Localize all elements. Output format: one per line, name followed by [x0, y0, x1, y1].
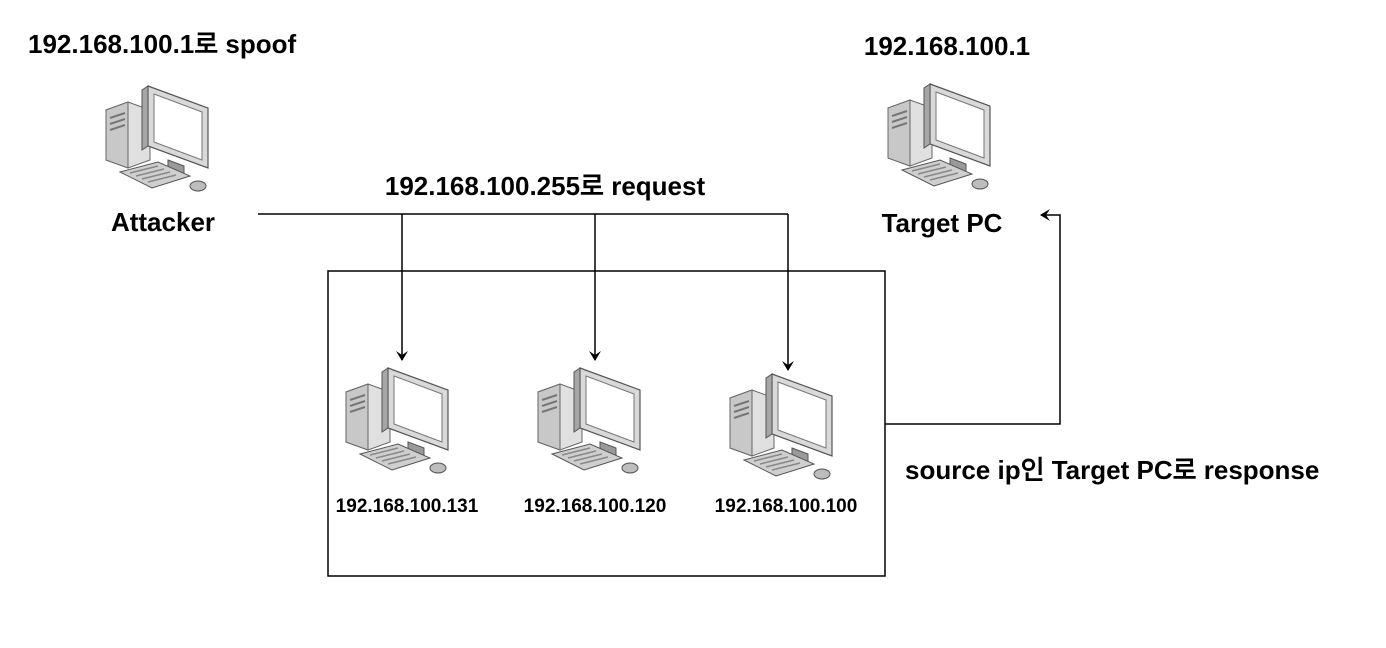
computer-icon — [887, 83, 991, 190]
attacker-pc — [98, 80, 218, 203]
target-pc — [880, 78, 1000, 201]
response-arrow — [885, 209, 1061, 425]
host-pc-100 — [722, 368, 842, 491]
host-ip-100: 192.168.100.100 — [714, 496, 858, 517]
computer-icon — [729, 373, 833, 480]
computer-icon — [105, 85, 209, 192]
target-ip-label: 192.168.100.1 — [863, 31, 1031, 61]
host-ip-120: 192.168.100.120 — [523, 496, 667, 517]
computer-icon — [537, 367, 641, 474]
host-pc-131 — [338, 362, 458, 485]
host-pc-120 — [530, 362, 650, 485]
target-name-label: Target PC — [881, 208, 1003, 238]
attacker-spoof-label: 192.168.100.1로 spoof — [28, 29, 297, 59]
computer-icon — [345, 367, 449, 474]
broadcast-request-label: 192.168.100.255로 request — [384, 171, 706, 201]
attacker-name-label: Attacker — [110, 207, 216, 237]
response-label: source ip인 Target PC로 response — [905, 455, 1320, 485]
host-ip-131: 192.168.100.131 — [335, 496, 479, 517]
